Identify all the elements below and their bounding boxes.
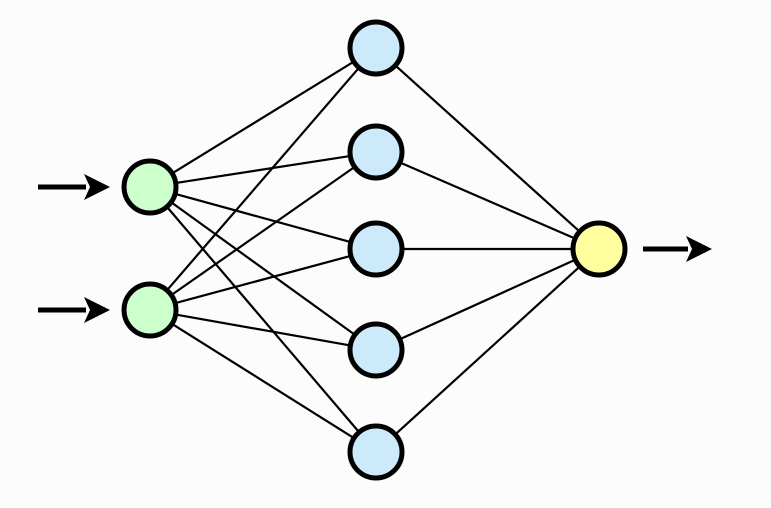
edge-i2-to-h5 xyxy=(169,321,357,441)
edge-i1-to-h1 xyxy=(169,59,357,176)
hidden-node-3[interactable] xyxy=(347,220,405,278)
nodes-group xyxy=(121,19,628,481)
hidden-node-1[interactable] xyxy=(347,19,405,77)
output-arrow-1-head-icon xyxy=(686,236,712,262)
input-arrow-1-head-icon xyxy=(84,174,110,200)
edge-i1-to-h4 xyxy=(168,199,358,338)
input-arrow-2-head-icon xyxy=(84,297,110,323)
edge-i1-to-h2 xyxy=(172,154,354,185)
edge-i1-to-h3 xyxy=(172,192,354,244)
hidden-node-2[interactable] xyxy=(347,123,405,181)
edge-h2-to-o1 xyxy=(396,160,579,241)
edge-i2-to-h2 xyxy=(168,164,358,298)
hidden-node-4[interactable] xyxy=(347,321,405,379)
io-arrows-group xyxy=(38,174,712,323)
edges-group xyxy=(164,59,583,441)
edge-i2-to-h1 xyxy=(164,65,362,293)
input-node-2[interactable] xyxy=(121,281,179,339)
input-arrow-2 xyxy=(38,297,110,323)
edge-h1-to-o1 xyxy=(392,62,583,235)
edge-h4-to-o1 xyxy=(396,257,579,342)
edge-i1-to-h5 xyxy=(164,204,362,435)
output-arrow-1 xyxy=(643,236,712,262)
input-node-1[interactable] xyxy=(121,158,179,216)
input-layer xyxy=(121,158,179,339)
input-arrow-1 xyxy=(38,174,110,200)
edge-i2-to-h3 xyxy=(172,254,354,305)
hidden-layer xyxy=(347,19,405,481)
output-layer xyxy=(570,220,628,278)
edge-i2-to-h4 xyxy=(172,313,354,347)
hidden-node-5[interactable] xyxy=(347,423,405,481)
edge-h5-to-o1 xyxy=(392,264,583,437)
output-node-1[interactable] xyxy=(570,220,628,278)
